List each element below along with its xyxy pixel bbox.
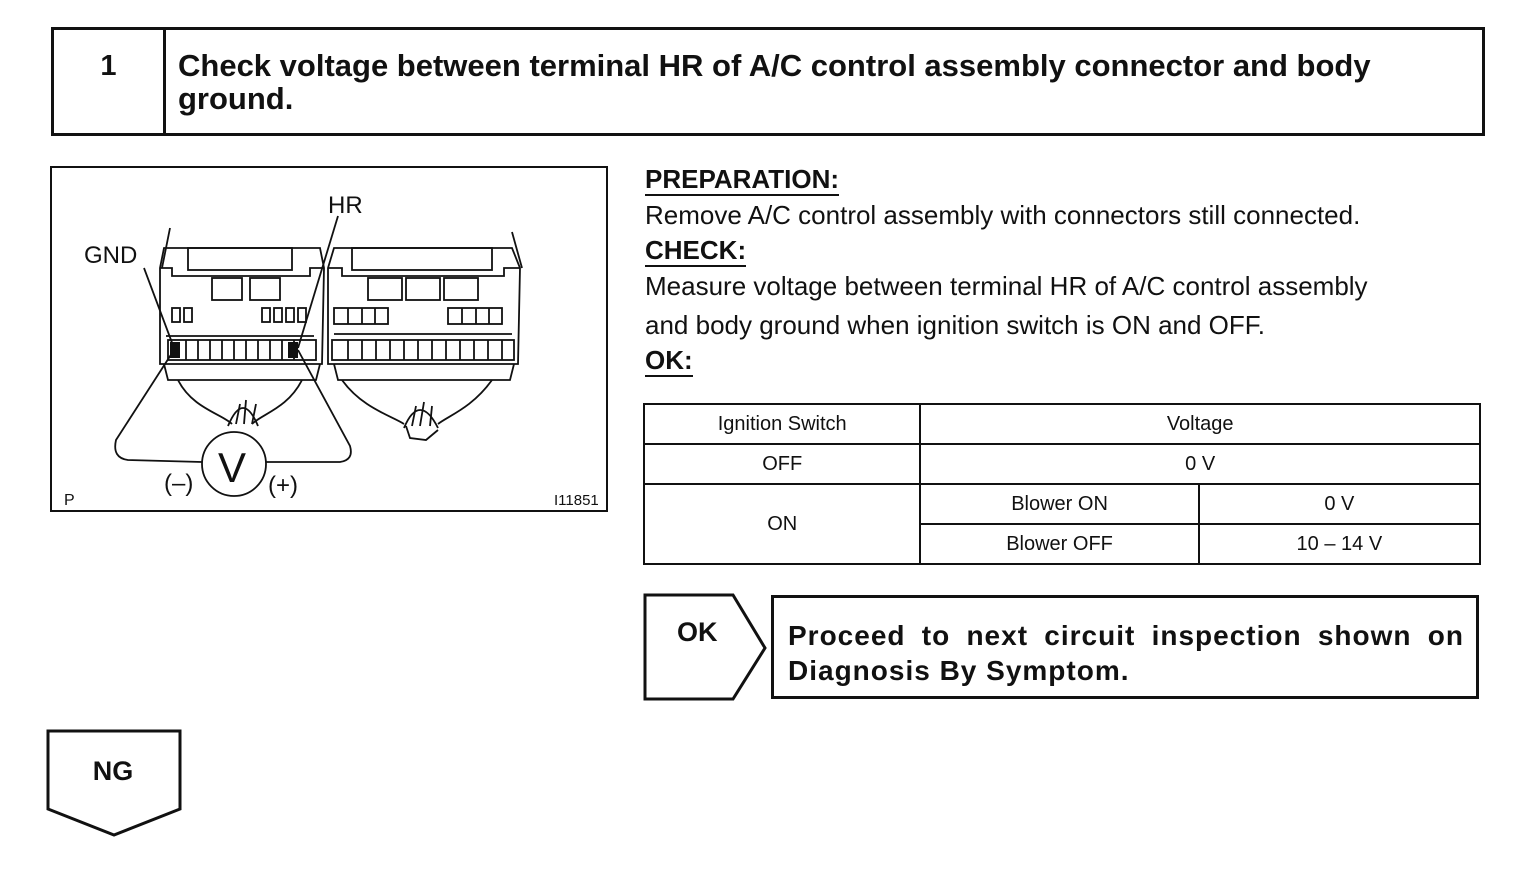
voltage-spec-table: Ignition Switch Voltage OFF 0 V ON Blowe… — [642, 403, 1482, 565]
cell-blower-on-voltage: 0 V — [1197, 483, 1482, 525]
connector-figure: HR GND (–) (+) V P I11851 — [50, 166, 608, 512]
ok-label: OK — [677, 617, 718, 647]
ok-result-block: OK Proceed to next circuit inspection sh… — [643, 593, 1483, 703]
instruction-content: PREPARATION: Remove A/C control assembly… — [645, 164, 1485, 377]
hr-label: HR — [328, 192, 363, 219]
voltmeter-connector-diagram-icon — [114, 215, 523, 497]
minus-label: (–) — [164, 470, 194, 497]
ok-heading: OK: — [645, 345, 693, 377]
preparation-heading: PREPARATION: — [645, 164, 840, 196]
ok-arrow-icon — [643, 593, 767, 701]
cell-blower-on: Blower ON — [919, 483, 1200, 525]
cell-on-switch: ON — [642, 483, 922, 565]
cell-blower-off: Blower OFF — [919, 523, 1200, 565]
check-heading: CHECK: — [645, 235, 747, 267]
table-row: Blower OFF 10 – 14 V — [644, 523, 1482, 565]
table-row: OFF 0 V — [642, 443, 1481, 485]
voltmeter-v-label: V — [218, 444, 247, 491]
ng-label: NG — [92, 756, 134, 786]
ok-result-text: Proceed to next circuit inspection shown… — [771, 595, 1479, 699]
preparation-text: Remove A/C control assembly with connect… — [645, 200, 1361, 230]
step-number: 1 — [54, 30, 166, 133]
cell-off-switch: OFF — [642, 443, 922, 485]
header-voltage: Voltage — [919, 403, 1481, 445]
plus-label: (+) — [268, 472, 298, 499]
gnd-label: GND — [84, 242, 138, 269]
cell-off-voltage: 0 V — [919, 443, 1481, 485]
step-header: 1 Check voltage between terminal HR of A… — [51, 27, 1485, 136]
figure-p-label: P — [64, 492, 75, 509]
figure-id: I11851 — [554, 492, 599, 509]
ng-result-block: NG — [46, 729, 186, 839]
table-row: Ignition Switch Voltage — [642, 403, 1481, 445]
cell-blower-off-voltage: 10 – 14 V — [1197, 523, 1482, 565]
check-text-line1: Measure voltage between terminal HR of A… — [645, 271, 1368, 301]
check-text-line2: and body ground when ignition switch is … — [645, 310, 1266, 340]
header-ignition-switch: Ignition Switch — [642, 403, 922, 445]
ng-arrow-icon — [46, 729, 182, 837]
table-row: ON Blower ON 0 V — [642, 483, 1482, 565]
step-title: Check voltage between terminal HR of A/C… — [178, 48, 1371, 116]
